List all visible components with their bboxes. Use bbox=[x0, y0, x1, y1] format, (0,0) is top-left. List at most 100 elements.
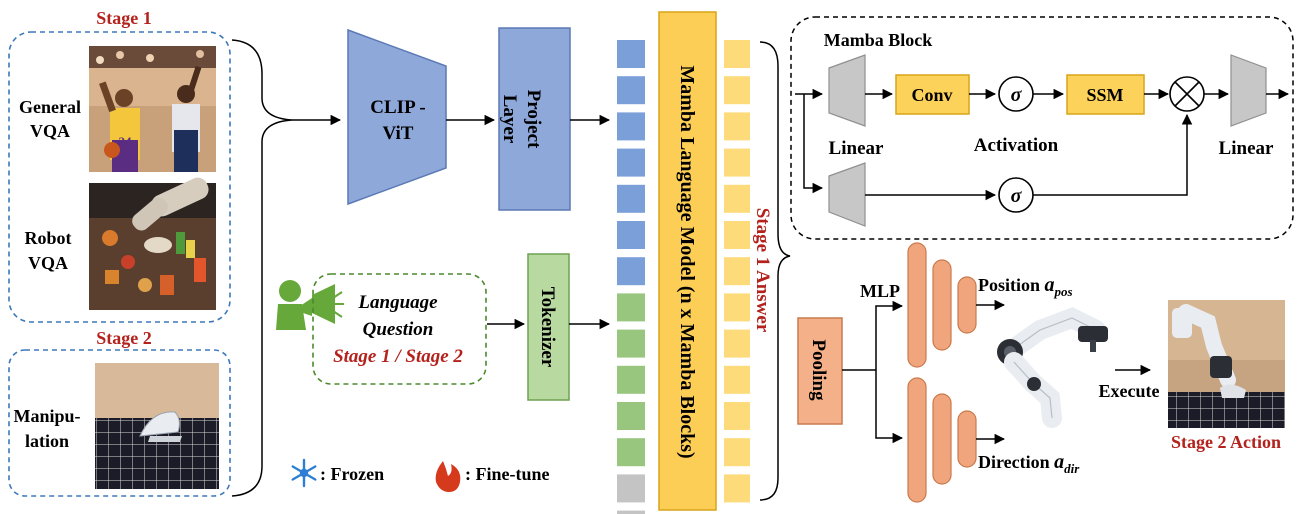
language-question-line2: Question bbox=[363, 319, 434, 340]
answer-token bbox=[724, 438, 750, 467]
image-token bbox=[617, 148, 645, 177]
arrow-to-direction-mlp bbox=[875, 370, 904, 444]
direction-mlp-layer-3 bbox=[957, 410, 977, 468]
text-token bbox=[617, 293, 645, 322]
robot-arm-image bbox=[997, 307, 1108, 428]
clip-vit-label-line1: CLIP - bbox=[370, 97, 425, 118]
conv-label: Conv bbox=[911, 85, 952, 105]
stage1-answer-label: Stage 1 Answer bbox=[752, 208, 773, 333]
linear-right bbox=[1230, 54, 1267, 127]
clip-vit-encoder bbox=[347, 28, 447, 206]
stage-switch-label: Stage 1 / Stage 2 bbox=[333, 346, 463, 367]
mlp-label: MLP bbox=[860, 281, 900, 301]
mamba-language-model bbox=[658, 11, 717, 511]
input-token-column bbox=[617, 40, 645, 514]
position-mlp-layer-3 bbox=[957, 276, 977, 334]
position-output-label: Position apos bbox=[978, 274, 1073, 299]
answer-token bbox=[724, 76, 750, 105]
speaker-megaphone-icon bbox=[276, 280, 344, 330]
manipulation-image bbox=[95, 363, 219, 489]
text-token bbox=[617, 438, 645, 467]
stage1-dataset-box bbox=[8, 31, 231, 323]
manipulation-label-line2: lation bbox=[25, 431, 69, 451]
answer-token bbox=[724, 148, 750, 177]
tokenizer bbox=[527, 253, 570, 401]
mamba-block-panel bbox=[790, 16, 1294, 240]
general-vqa-image: 24 bbox=[89, 46, 216, 172]
execute-label: Execute bbox=[1099, 381, 1160, 401]
ssm-label: SSM bbox=[1086, 85, 1123, 105]
image-token bbox=[617, 221, 645, 249]
answer-token-column bbox=[724, 40, 750, 503]
linear-left-bottom bbox=[828, 162, 866, 227]
text-token bbox=[617, 402, 645, 430]
stage2-action-label: Stage 2 Action bbox=[1171, 432, 1281, 452]
image-token bbox=[617, 257, 645, 286]
padding-token bbox=[617, 474, 645, 503]
block-branch-arrow bbox=[803, 94, 824, 194]
snowflake-icon bbox=[291, 458, 317, 488]
manipulation-label-line1: Manipu- bbox=[13, 406, 80, 426]
direction-mlp-layer-2 bbox=[932, 393, 952, 485]
pooling-label: Pooling bbox=[808, 339, 829, 401]
answer-token bbox=[724, 257, 750, 286]
robot-vqa-label-line2: VQA bbox=[28, 253, 68, 273]
project-layer-label-line2: Layer bbox=[499, 95, 520, 144]
general-vqa-label-line1: General bbox=[19, 97, 81, 117]
sigma-bottom: σ bbox=[1011, 185, 1023, 207]
direction-mlp-layer-1 bbox=[907, 377, 927, 503]
general-vqa-label-line2: VQA bbox=[30, 121, 70, 141]
activation-label: Activation bbox=[974, 135, 1059, 156]
project-layer bbox=[498, 27, 571, 211]
frozen-legend-label: : Frozen bbox=[320, 464, 384, 484]
pooling-block bbox=[797, 317, 843, 425]
answer-token bbox=[724, 184, 750, 213]
answer-token bbox=[724, 474, 750, 503]
image-token bbox=[617, 112, 645, 141]
linear-right-label: Linear bbox=[1219, 138, 1274, 159]
robot-vqa-label-line1: Robot bbox=[24, 228, 71, 248]
linear-left-label: Linear bbox=[829, 138, 884, 159]
language-question-box bbox=[312, 273, 487, 385]
language-model-label: Mamba Language Model (n x Mamba Blocks) bbox=[676, 65, 698, 458]
output-brace bbox=[759, 41, 791, 501]
stage1-label: Stage 1 bbox=[96, 8, 152, 28]
finetune-legend-label: : Fine-tune bbox=[465, 464, 550, 484]
project-layer-label-line1: Project bbox=[523, 90, 544, 149]
robot-vqa-image bbox=[89, 177, 216, 310]
direction-output-label: Direction adir bbox=[978, 451, 1080, 476]
arrow-to-position-mlp bbox=[875, 300, 904, 370]
answer-token bbox=[724, 112, 750, 141]
multiply-circle-icon bbox=[1169, 76, 1205, 112]
mamba-block-title: Mamba Block bbox=[824, 30, 933, 50]
answer-token bbox=[724, 221, 750, 249]
svg-text:24: 24 bbox=[119, 134, 133, 149]
image-token bbox=[617, 40, 645, 68]
stage2-action-image bbox=[1168, 300, 1285, 428]
ssm-block bbox=[1066, 74, 1145, 115]
image-token bbox=[617, 184, 645, 213]
answer-token bbox=[724, 402, 750, 430]
text-token bbox=[617, 365, 645, 394]
stage2-dataset-box bbox=[8, 349, 231, 497]
position-mlp-layer-1 bbox=[907, 242, 927, 368]
answer-token bbox=[724, 293, 750, 322]
language-question-line1: Language bbox=[357, 292, 438, 313]
gate-arrow bbox=[1033, 113, 1193, 196]
flame-icon bbox=[435, 461, 461, 492]
answer-token bbox=[724, 40, 750, 68]
sigma-top: σ bbox=[1011, 84, 1023, 106]
linear-left-top bbox=[828, 54, 866, 127]
answer-token bbox=[724, 329, 750, 358]
input-brace bbox=[231, 39, 293, 497]
clip-vit-label-line2: ViT bbox=[383, 123, 414, 144]
image-token bbox=[617, 76, 645, 105]
answer-token bbox=[724, 365, 750, 394]
stage2-label: Stage 2 bbox=[96, 328, 152, 348]
padding-token bbox=[617, 510, 645, 514]
position-mlp-layer-2 bbox=[932, 259, 952, 351]
text-token bbox=[617, 329, 645, 358]
tokenizer-label: Tokenizer bbox=[537, 287, 558, 368]
